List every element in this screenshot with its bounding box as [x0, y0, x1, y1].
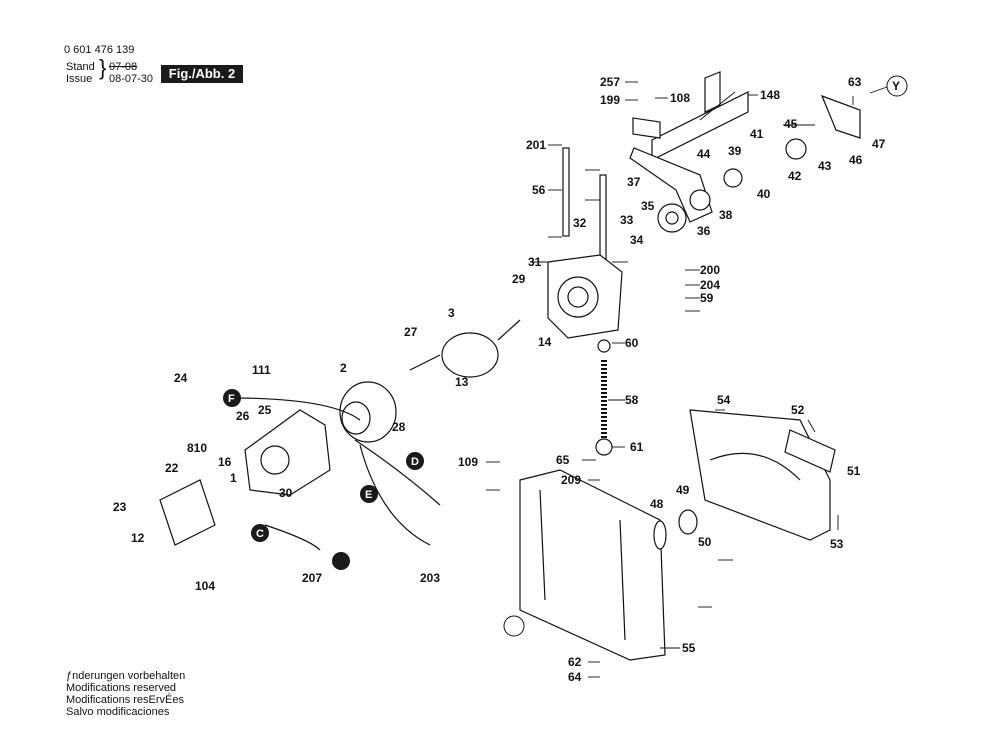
- part-label-51: 51: [847, 464, 861, 478]
- part-label-1: 1: [230, 471, 237, 485]
- part-label-D: D: [411, 456, 419, 468]
- blade-guard: [689, 409, 831, 541]
- brace-icon: }: [99, 55, 107, 80]
- part-label-29: 29: [512, 272, 526, 286]
- part-label-42: 42: [788, 169, 802, 183]
- part-label-16: 16: [218, 455, 232, 469]
- part-label-203: 203: [420, 571, 440, 585]
- part-label-27: 27: [404, 325, 418, 339]
- part-label-56: 56: [532, 183, 546, 197]
- rod-56-right: [599, 174, 607, 264]
- part-label-47: 47: [872, 137, 886, 151]
- part-label-14: 14: [538, 335, 552, 349]
- part-label-50: 50: [698, 535, 712, 549]
- part-label-45: 45: [784, 117, 798, 131]
- callout-d-icon: [406, 452, 424, 470]
- part-label-24: 24: [174, 371, 188, 385]
- callout-f-icon: [223, 389, 241, 407]
- part-label-209: 209: [561, 473, 581, 487]
- part-label-34: 34: [630, 233, 644, 247]
- issue-date: 08-07-30: [109, 73, 154, 85]
- part-label-199: 199: [600, 93, 620, 107]
- footer-line-fr: Modifications resErvÉes: [66, 694, 184, 706]
- part-label-43: 43: [818, 159, 832, 173]
- part-label-49: 49: [676, 483, 690, 497]
- footer-line-en: Modifications reserved: [66, 682, 177, 694]
- part-label-31: 31: [528, 255, 542, 269]
- part-label-200: 200: [700, 263, 720, 277]
- part-label-52: 52: [791, 403, 805, 417]
- callout-e2-icon: [332, 552, 350, 570]
- part-label-65: 65: [556, 453, 570, 467]
- armature: [441, 332, 499, 378]
- part-label-62: 62: [568, 655, 582, 669]
- part-label-32: 32: [573, 216, 587, 230]
- part-label-35: 35: [641, 199, 655, 213]
- part-label-Y: Y: [892, 79, 900, 93]
- footer-line-de: ƒnderungen vorbehalten: [66, 670, 186, 682]
- part-label-55: 55: [682, 641, 696, 655]
- end-cap: [159, 479, 216, 546]
- document-number: 0 601 476 139: [64, 44, 135, 56]
- part-label-28: 28: [392, 420, 406, 434]
- rod-56-left: [562, 147, 570, 237]
- part-label-41: 41: [750, 127, 764, 141]
- part-label-36: 36: [697, 224, 711, 238]
- part-label-F: F: [228, 393, 235, 405]
- part-label-63: 63: [848, 75, 862, 89]
- part-label-40: 40: [757, 187, 771, 201]
- part-label-30: 30: [279, 486, 293, 500]
- part-label-64: 64: [568, 670, 582, 684]
- part-label-148: 148: [760, 88, 780, 102]
- stand-date: 07-08: [109, 61, 138, 73]
- part-label-207: 207: [302, 571, 322, 585]
- part-label-33: 33: [620, 213, 634, 227]
- callout-y-icon: [886, 75, 908, 97]
- figure-label: Fig./Abb. 2: [161, 65, 243, 83]
- footer-notice: ƒnderungen vorbehalten Modifications res…: [66, 670, 185, 718]
- part-label-37: 37: [627, 175, 641, 189]
- part-label-13: 13: [455, 375, 469, 389]
- part-label-109: 109: [458, 455, 478, 469]
- part-label-54: 54: [717, 393, 731, 407]
- part-label-48: 48: [650, 497, 664, 511]
- part-label-22: 22: [165, 461, 179, 475]
- part-label-204: 204: [700, 278, 720, 292]
- part-label-25: 25: [258, 403, 272, 417]
- part-label-E: E: [365, 489, 372, 501]
- part-label-810: 810: [187, 441, 207, 455]
- footer-line-es: Salvo modificaciones: [66, 706, 170, 718]
- part-label-104: 104: [195, 579, 215, 593]
- stand-label: Stand: [66, 61, 95, 73]
- callout-c-icon: [251, 524, 269, 542]
- part-label-201: 201: [526, 138, 546, 152]
- part-label-39: 39: [728, 144, 742, 158]
- part-label-61: 61: [630, 440, 644, 454]
- part-label-2: 2: [340, 361, 347, 375]
- part-label-12: 12: [131, 531, 145, 545]
- part-label-58: 58: [625, 393, 639, 407]
- bracket-148: [651, 91, 749, 161]
- part-label-C: C: [256, 528, 264, 540]
- part-label-46: 46: [849, 153, 863, 167]
- part-label-53: 53: [830, 537, 844, 551]
- part-label-108: 108: [670, 91, 690, 105]
- callout-circles: [223, 75, 908, 637]
- issue-label: Issue: [66, 73, 93, 85]
- part-label-59: 59: [700, 291, 714, 305]
- base-frame: [519, 469, 666, 661]
- part-label-26: 26: [236, 409, 250, 423]
- part-label-257: 257: [600, 75, 620, 89]
- part-label-3: 3: [448, 306, 455, 320]
- part-label-44: 44: [697, 147, 711, 161]
- part-label-23: 23: [113, 500, 127, 514]
- callout-e-icon: [360, 485, 378, 503]
- part-label-111: 111: [252, 363, 271, 377]
- callout-y2-icon: [503, 615, 525, 637]
- part-label-38: 38: [719, 208, 733, 222]
- part-label-60: 60: [625, 336, 639, 350]
